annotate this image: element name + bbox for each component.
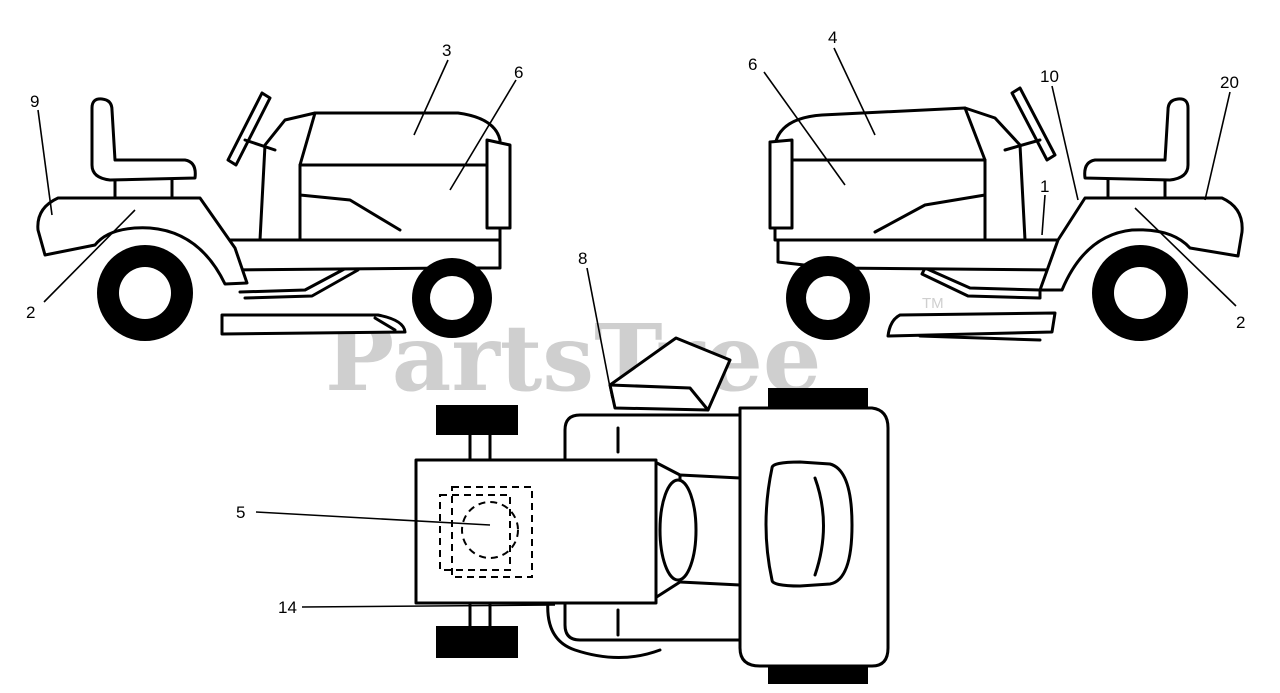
callout-20: 20 [1220,73,1239,92]
hood [773,106,987,242]
rear-deck-top [414,458,658,605]
callout-1: 1 [1040,177,1049,196]
seat [1083,97,1190,182]
steering-wheel [226,91,272,167]
callout-2: 2 [26,303,35,322]
footrest [920,266,1042,300]
callout-3: 3 [442,41,451,60]
watermark-trademark: TM [922,295,944,312]
dash-console [658,478,698,582]
steering-wheel-top [608,336,732,412]
tractor-left-side-view: 3 6 9 2 [26,41,523,341]
rear-fender [1038,196,1244,292]
front-wheel-top-left [768,388,868,408]
callout-9: 9 [30,92,39,111]
mower-deck [886,311,1057,338]
grille [768,138,794,230]
watermark: PartsTree [325,304,821,412]
tractor-right-side-view: 4 6 10 20 1 2 [748,28,1245,342]
callout-5: 5 [236,503,245,522]
callout-6: 6 [514,63,523,82]
callout-10: 10 [1040,67,1059,86]
rear-wheel-top-left [436,405,518,435]
rear-wheel-top-right [436,626,518,658]
callout-2: 2 [1236,313,1245,332]
callout-4: 4 [828,28,837,47]
hood [298,111,502,242]
seat [90,97,197,182]
steering-wheel [1010,86,1057,162]
callout-6: 6 [748,55,757,74]
seat-outline [451,486,533,578]
mower-deck-top [546,598,662,659]
tractor-top-view: 8 5 14 [236,249,890,684]
callout-14: 14 [278,598,297,617]
grille [485,138,512,230]
mower-deck [220,313,407,336]
hood-emblem [764,460,854,588]
callout-8: 8 [578,249,587,268]
front-wheel-top-right [768,666,868,684]
